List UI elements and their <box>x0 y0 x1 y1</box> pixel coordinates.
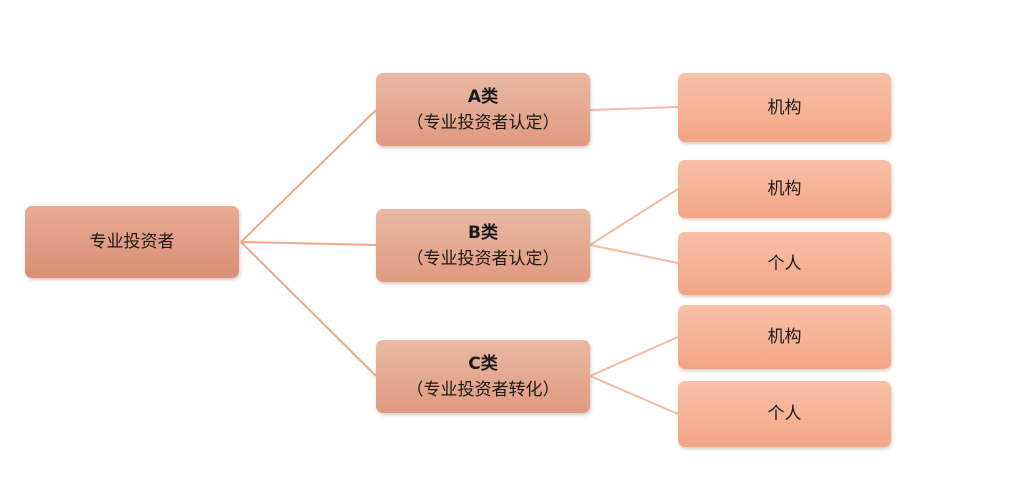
category-c-leaf-2: 个人 <box>678 381 891 447</box>
root-node: 专业投资者 <box>25 206 239 278</box>
root-label: 专业投资者 <box>89 232 175 252</box>
category-b-title: B类 <box>468 222 498 243</box>
connector-c-to-c-leaf-1 <box>589 336 679 377</box>
connector-root-to-b <box>240 241 377 246</box>
category-b-leaf-2: 个人 <box>678 232 891 295</box>
category-c-leaf-1: 机构 <box>678 305 891 369</box>
category-c-title: C类 <box>468 353 498 374</box>
category-a-title: A类 <box>467 86 499 107</box>
category-a-node: A类 （专业投资者认定） <box>376 73 590 146</box>
category-c-node: C类 （专业投资者转化） <box>376 340 590 413</box>
connector-a-to-a-leaf-1 <box>589 106 679 111</box>
connector-root-to-c <box>240 241 377 377</box>
category-a-leaf-1: 机构 <box>678 73 891 142</box>
connector-c-to-c-leaf-2 <box>589 375 679 415</box>
leaf-label: 机构 <box>767 179 802 199</box>
category-a-subtitle: （专业投资者认定） <box>406 112 560 133</box>
leaf-label: 机构 <box>767 97 802 118</box>
connector-b-to-b-leaf-2 <box>589 244 679 264</box>
category-b-node: B类 （专业投资者认定） <box>376 209 590 282</box>
category-c-subtitle: （专业投资者转化） <box>406 379 560 400</box>
leaf-label: 个人 <box>767 253 802 274</box>
category-b-leaf-1: 机构 <box>678 160 891 218</box>
leaf-label: 机构 <box>767 327 802 347</box>
category-b-subtitle: （专业投资者认定） <box>406 248 560 269</box>
leaf-label: 个人 <box>767 404 802 424</box>
connector-b-to-b-leaf-1 <box>589 188 679 246</box>
connector-root-to-a <box>240 109 377 243</box>
